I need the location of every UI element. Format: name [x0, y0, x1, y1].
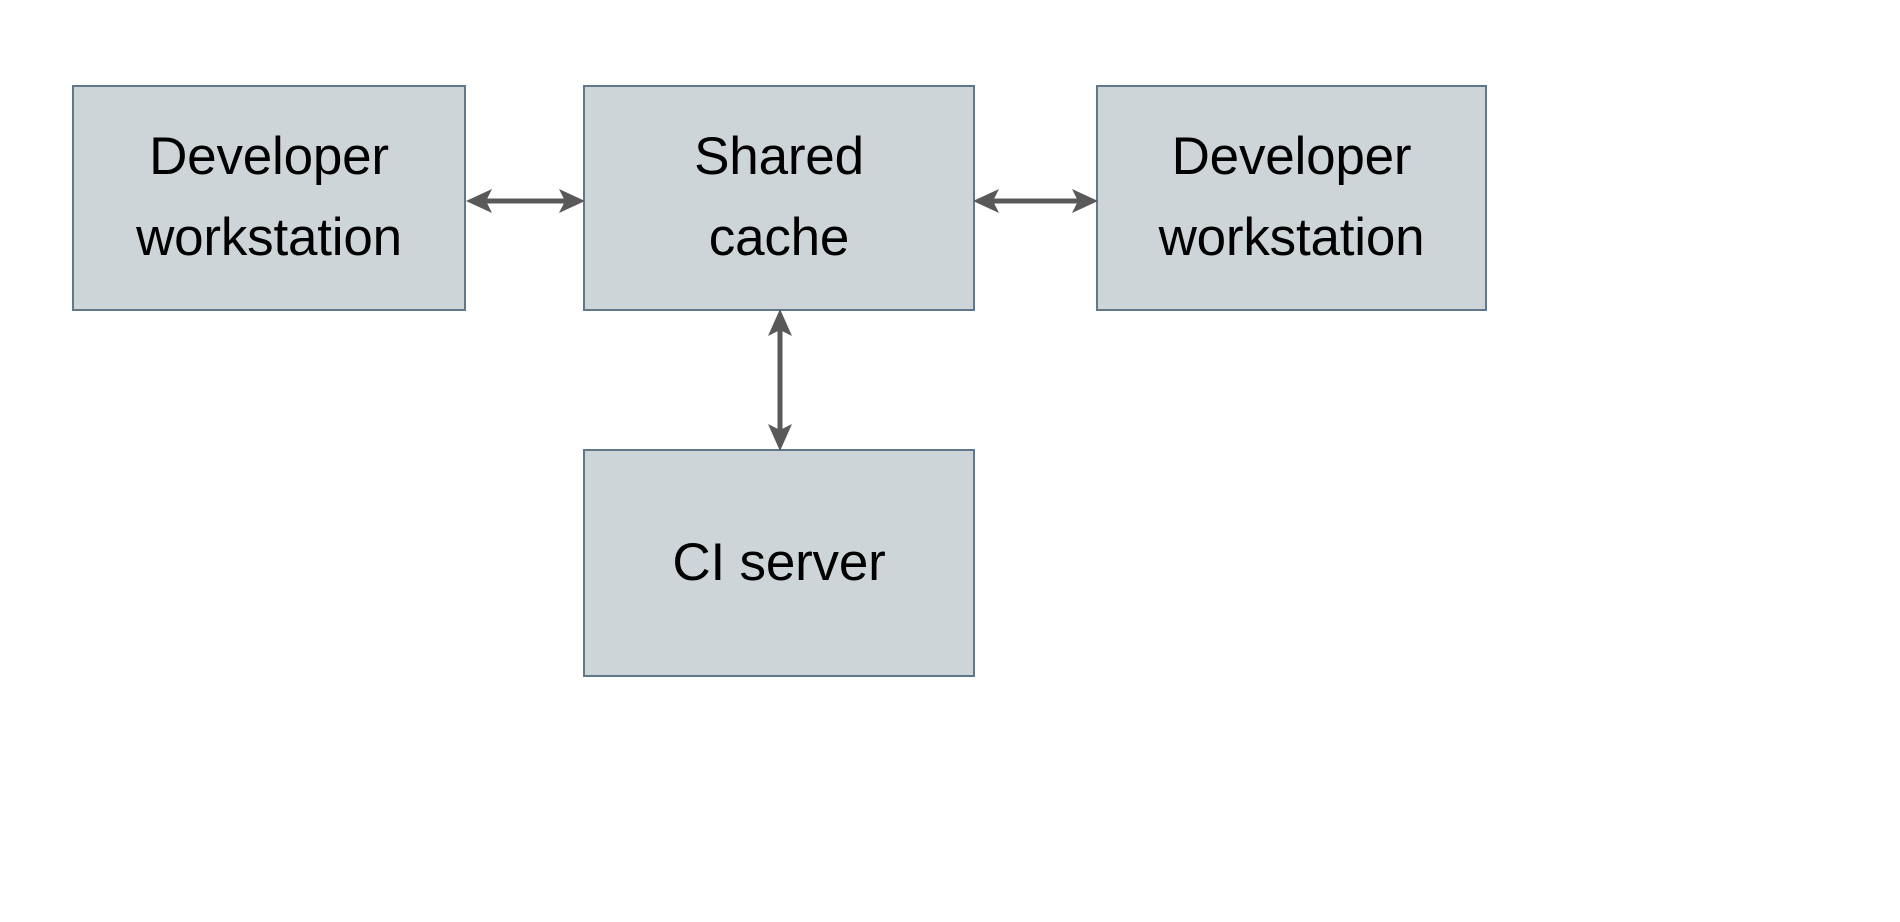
double-arrow-icon-cache-right	[973, 189, 1098, 213]
double-arrow-icon-cache-ci	[768, 309, 792, 451]
node-developer-workstation-left[interactable]: Developer workstation	[72, 85, 466, 311]
node-label: Developer workstation	[136, 127, 402, 267]
node-ci-server[interactable]: CI server	[583, 449, 975, 677]
node-label: Shared cache	[694, 127, 864, 267]
node-shared-cache[interactable]: Shared cache	[583, 85, 975, 311]
double-arrow-icon-left-cache	[466, 189, 585, 213]
node-label: CI server	[672, 532, 886, 592]
node-label: Developer workstation	[1158, 127, 1425, 267]
node-developer-workstation-right[interactable]: Developer workstation	[1096, 85, 1487, 311]
